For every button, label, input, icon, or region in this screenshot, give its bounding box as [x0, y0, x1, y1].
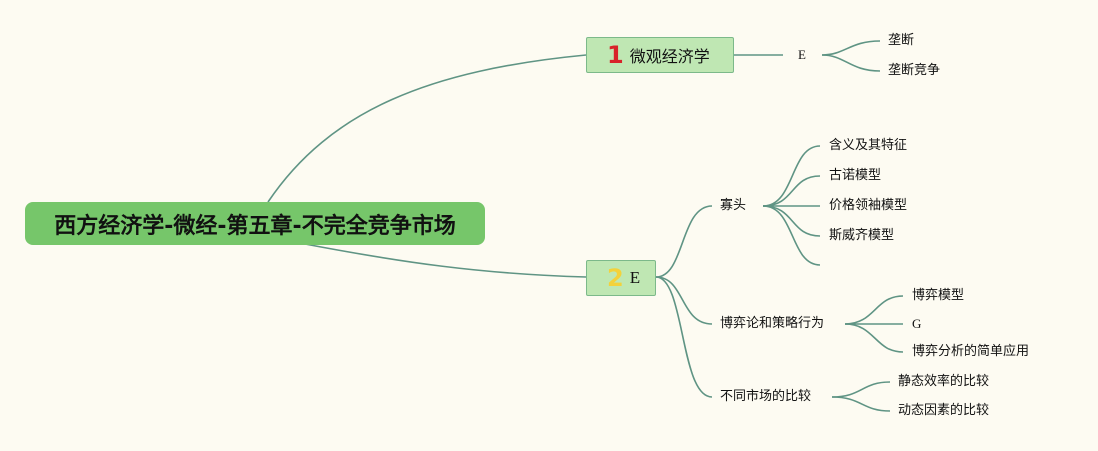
branch-topic-2[interactable]: 2 E [586, 260, 656, 296]
subtopic-static-efficiency[interactable]: 静态效率的比较 [898, 374, 990, 389]
connector-oligopoly-1 [762, 145, 821, 207]
connector-root-branch2 [304, 243, 587, 278]
branch-topic-1-label: 微观经济学 [629, 47, 710, 66]
connector-oligopoly-5 [762, 205, 821, 266]
subtopic-dynamic-factors[interactable]: 动态因素的比较 [898, 403, 990, 418]
subtopic-market-comparison[interactable]: 不同市场的比较 [720, 389, 812, 404]
subtopic-price-leadership-model[interactable]: 价格领袖模型 [829, 198, 908, 213]
connector-game-1 [844, 295, 904, 325]
connector-compare-2 [831, 396, 891, 412]
connector-branch2-market-comparison [655, 276, 713, 398]
subtopic-oligopoly[interactable]: 寡头 [720, 198, 747, 213]
subtopic-e[interactable]: E [798, 47, 806, 62]
subtopic-game-model[interactable]: 博弈模型 [912, 288, 965, 303]
subtopic-oligopoly-meaning[interactable]: 含义及其特征 [829, 138, 908, 153]
subtopic-monopoly[interactable]: 垄断 [888, 33, 915, 48]
subtopic-game-applications[interactable]: 博弈分析的简单应用 [912, 344, 1030, 359]
connector-root-branch1 [267, 54, 587, 203]
root-topic-label: 西方经济学-微经-第五章-不完全竞争市场 [54, 213, 456, 239]
connector-branch2-oligopoly [655, 205, 713, 278]
subtopic-sweezy-model[interactable]: 斯威齐模型 [829, 228, 895, 243]
connector-oligopoly-2 [762, 175, 821, 207]
subtopic-g[interactable]: G [912, 316, 922, 331]
subtopic-cournot-model[interactable]: 古诺模型 [829, 168, 882, 183]
branch-number-2-icon: 2 [607, 264, 624, 292]
connector-e-monopoly [821, 40, 881, 56]
branch-number-1-icon: 1 [607, 41, 624, 69]
connector-branch2-game-theory [655, 276, 713, 325]
branch-topic-1[interactable]: 1 微观经济学 [586, 37, 734, 73]
subtopic-monopolistic-competition[interactable]: 垄断竞争 [888, 63, 941, 78]
connector-e-monopolistic-competition [821, 54, 881, 72]
connector-oligopoly-4 [762, 205, 821, 237]
branch-topic-2-label: E [629, 268, 641, 287]
connector-compare-1 [831, 381, 891, 398]
connector-game-3 [844, 323, 904, 353]
root-topic[interactable]: 西方经济学-微经-第五章-不完全竞争市场 [25, 202, 485, 245]
subtopic-game-theory[interactable]: 博弈论和策略行为 [720, 316, 825, 331]
